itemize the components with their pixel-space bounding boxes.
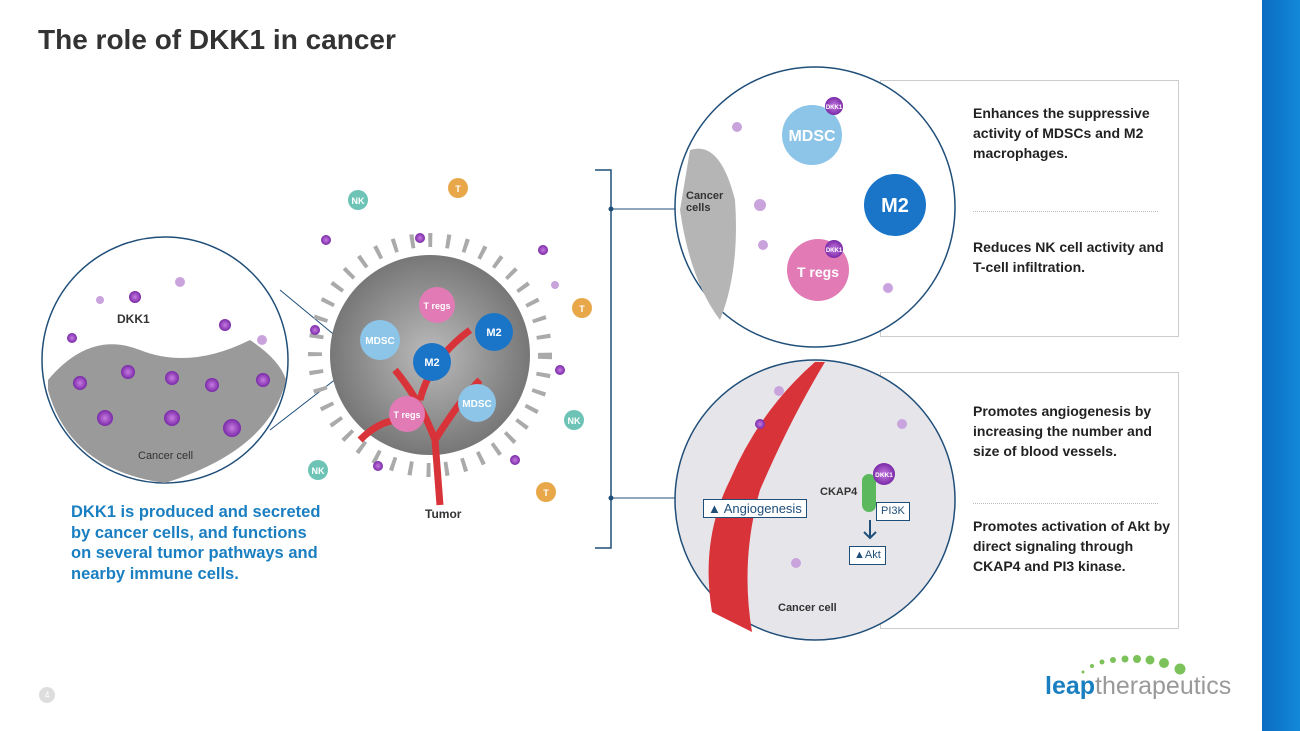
akt-text: Akt (864, 549, 881, 561)
divider (973, 503, 1158, 504)
svg-text:MDSC: MDSC (462, 399, 491, 410)
logo-light: therapeutics (1095, 672, 1232, 700)
mdsc-effect-text: Enhances the suppressive activity of MDS… (973, 105, 1150, 161)
bracket (595, 169, 612, 549)
angiogenesis-tag: ▲ Angiogenesis (703, 499, 807, 518)
divider (973, 211, 1158, 212)
company-logo: leaptherapeutics (1045, 672, 1231, 701)
svg-text:T regs: T regs (797, 264, 839, 280)
svg-text:NK: NK (352, 196, 365, 206)
svg-text:NK: NK (312, 466, 325, 476)
svg-text:MDSC: MDSC (788, 128, 836, 145)
svg-text:DKK1: DKK1 (826, 105, 843, 111)
svg-text:M2: M2 (424, 357, 439, 369)
cancer-cell-label: Cancer cell (138, 450, 194, 462)
blood-vessel (708, 362, 825, 632)
svg-text:T: T (455, 184, 461, 194)
svg-text:M2: M2 (486, 327, 501, 339)
angiogenesis-inset: DKK1 (674, 359, 956, 641)
pi3k-tag: PI3K (876, 502, 910, 521)
dkk1-label: DKK1 (117, 312, 150, 326)
svg-text:MDSC: MDSC (365, 336, 394, 347)
svg-text:T regs: T regs (393, 410, 420, 420)
angiogenesis-effect-text: Promotes angiogenesis by increasing the … (973, 403, 1152, 459)
svg-text:DKK1: DKK1 (875, 472, 893, 479)
bottom-info-box: Promotes angiogenesis by increasing the … (880, 372, 1179, 629)
svg-text:T: T (543, 488, 549, 498)
tumor-label: Tumor (425, 507, 462, 521)
ckap4-receptor (862, 474, 876, 512)
svg-text:DKK1: DKK1 (826, 248, 843, 254)
immune-inset: DKK1 DKK1 MDSC M2 T regs (674, 66, 956, 348)
brand-strip (1262, 0, 1300, 731)
tumor-illustration: MDSC MDSC M2 M2 T regs T regs NK NK NK T… (308, 178, 592, 506)
logo-bold: leap (1045, 672, 1096, 700)
ckap4-label: CKAP4 (820, 486, 858, 498)
cancer-cells-label: Cancer cells (686, 190, 724, 214)
summary-text: DKK1 is produced and secreted by cancer … (71, 503, 321, 583)
akt-tag: ▲Akt (849, 546, 886, 565)
nk-effect-text: Reduces NK cell activity and T-cell infi… (973, 239, 1164, 275)
svg-text:NK: NK (568, 416, 581, 426)
arrow-down-icon (863, 520, 877, 540)
cancer-cell-label: Cancer cell (778, 602, 837, 614)
angiogenesis-text: Angiogenesis (723, 501, 802, 516)
svg-text:T: T (579, 304, 585, 314)
akt-effect-text: Promotes activation of Akt by direct sig… (973, 518, 1171, 574)
page-number: 4 (39, 687, 55, 703)
svg-text:T regs: T regs (423, 301, 450, 311)
cancer-cell-inset (41, 236, 289, 484)
svg-text:M2: M2 (881, 195, 909, 217)
page-title: The role of DKK1 in cancer (38, 24, 396, 55)
